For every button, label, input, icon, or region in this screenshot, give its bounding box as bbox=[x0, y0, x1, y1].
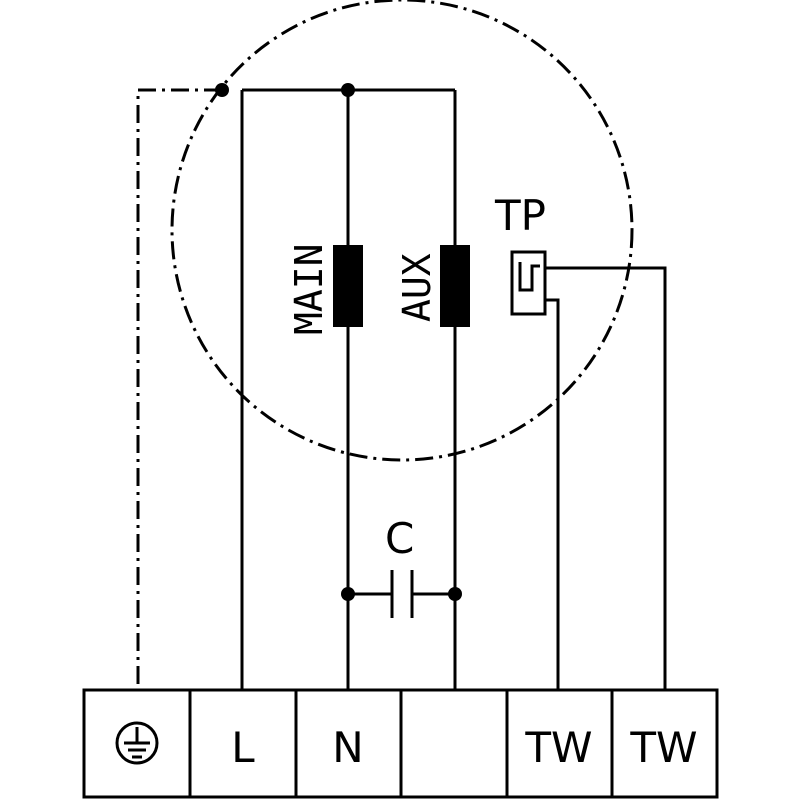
motor-housing-outline bbox=[170, 0, 634, 462]
thermal-protector-contact bbox=[518, 262, 540, 292]
junction-dot bbox=[341, 587, 355, 601]
thermal-protector-label: TP bbox=[494, 191, 546, 240]
main-label: MAIN bbox=[287, 243, 331, 335]
ground-wire bbox=[136, 88, 222, 690]
main-winding bbox=[333, 245, 363, 327]
terminal-label-l: L bbox=[231, 723, 255, 772]
capacitor-label: C bbox=[385, 514, 414, 563]
aux-label: AUX bbox=[395, 253, 439, 322]
terminal-label-tw1: TW bbox=[524, 723, 592, 772]
junction-dot bbox=[215, 83, 229, 97]
tp-wire-2 bbox=[545, 298, 560, 690]
tp-wire-1 bbox=[545, 266, 667, 690]
terminal-label-tw2: TW bbox=[629, 723, 697, 772]
ground-icon bbox=[115, 721, 159, 765]
thermal-protector bbox=[510, 250, 547, 316]
junction-dot bbox=[448, 587, 462, 601]
terminal-label-n: N bbox=[332, 723, 363, 772]
aux-winding bbox=[440, 245, 470, 327]
